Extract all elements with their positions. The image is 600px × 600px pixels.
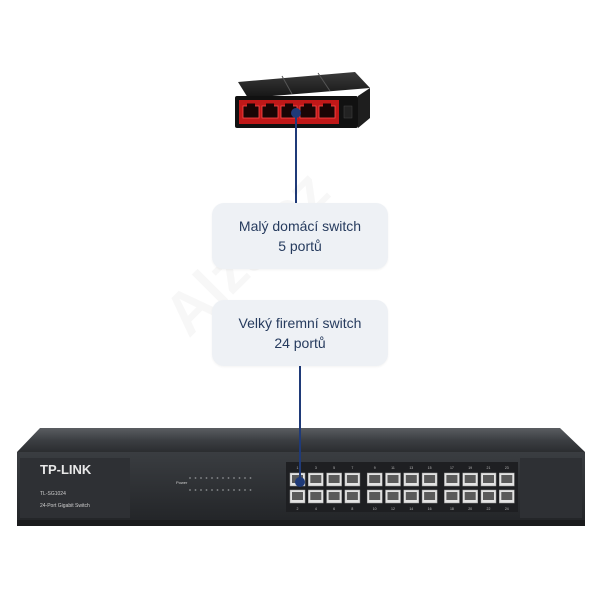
small-switch-label-line2: 5 portů (278, 238, 322, 254)
status-led (222, 477, 224, 479)
big-switch-port (344, 489, 361, 504)
port-number-label: 20 (468, 507, 472, 511)
port-number-label: 14 (409, 507, 413, 511)
power-label: Power (176, 480, 188, 485)
status-led (194, 477, 197, 479)
brand-logo: TP-LINK (40, 462, 92, 477)
port-number-label: 22 (487, 507, 491, 511)
small-switch-label-line1: Malý domácí switch (238, 218, 362, 234)
status-led (205, 489, 208, 491)
port-number-label: 4 (315, 507, 317, 511)
status-led (205, 477, 208, 479)
status-led (249, 489, 252, 491)
connector-lines (291, 108, 305, 487)
small-switch (235, 72, 370, 128)
port-number-label: 13 (409, 466, 413, 470)
big-switch-port (326, 489, 342, 504)
big-switch-port (480, 489, 497, 504)
big-switch-port (289, 489, 306, 504)
big-switch-port (480, 472, 497, 487)
port-number-label: 7 (351, 466, 353, 470)
big-switch-label: Velký firemní switch 24 portů (212, 300, 388, 366)
big-switch-port (499, 472, 515, 487)
status-led (227, 477, 230, 479)
status-led (222, 489, 224, 491)
big-switch-port (366, 489, 383, 504)
big-switch-port (499, 489, 515, 504)
port-number-label: 21 (487, 466, 491, 470)
big-switch-port (344, 472, 361, 487)
status-led (238, 489, 241, 491)
status-led (211, 489, 213, 491)
port-number-label: 19 (468, 466, 472, 470)
connector-dot-small (291, 108, 301, 118)
big-switch-port (462, 489, 478, 504)
big-switch-port (326, 472, 342, 487)
big-switch-label-line1: Velký firemní switch (238, 315, 362, 331)
port-number-label: 15 (428, 466, 432, 470)
port-number-label: 18 (450, 507, 454, 511)
status-led (227, 489, 230, 491)
port-number-label: 3 (315, 466, 317, 470)
port-number-label: 24 (505, 507, 509, 511)
small-switch-port (299, 103, 317, 119)
connector-dot-big (295, 477, 305, 487)
status-led (233, 489, 235, 491)
status-led (189, 477, 191, 479)
port-number-label: 2 (297, 507, 299, 511)
port-number-label: 8 (351, 507, 353, 511)
big-switch-port (308, 489, 324, 504)
status-led (200, 489, 202, 491)
status-led (233, 477, 235, 479)
small-switch-label: Malý domácí switch 5 portů (212, 203, 388, 269)
port-number-label: 11 (391, 466, 395, 470)
small-switch-port (318, 103, 336, 119)
port-number-label: 12 (391, 507, 395, 511)
small-switch-port (242, 103, 260, 119)
description-label: 24-Port Gigabit Switch (40, 503, 90, 509)
big-switch-port (462, 472, 478, 487)
big-switch-port (421, 472, 438, 487)
status-led (194, 489, 197, 491)
small-switch-port (261, 103, 279, 119)
big-switch-port (403, 489, 420, 504)
port-number-label: 6 (333, 507, 335, 511)
status-led (249, 477, 252, 479)
big-switch-port (444, 489, 460, 504)
port-number-label: 9 (374, 466, 376, 470)
status-led (189, 489, 191, 491)
port-number-label: 10 (373, 507, 377, 511)
status-led (216, 489, 219, 491)
big-switch-port (385, 489, 401, 504)
port-number-label: 17 (450, 466, 454, 470)
port-number-label: 16 (428, 507, 432, 511)
big-switch-port (444, 472, 460, 487)
big-switch-port (403, 472, 420, 487)
big-switch-port (308, 472, 324, 487)
port-number-label: 5 (333, 466, 335, 470)
model-label: TL-SG1024 (40, 491, 66, 497)
port-number-label: 23 (505, 466, 509, 470)
status-led (244, 489, 246, 491)
big-switch-port (385, 472, 401, 487)
status-led (244, 477, 246, 479)
big-switch-label-line2: 24 portů (274, 335, 326, 351)
status-led (200, 477, 202, 479)
big-switch-port (421, 489, 438, 504)
status-led (216, 477, 219, 479)
port-number-label: 1 (297, 466, 299, 470)
status-led (238, 477, 241, 479)
status-led-panel (189, 477, 252, 491)
status-led (211, 477, 213, 479)
big-switch-port (366, 472, 383, 487)
